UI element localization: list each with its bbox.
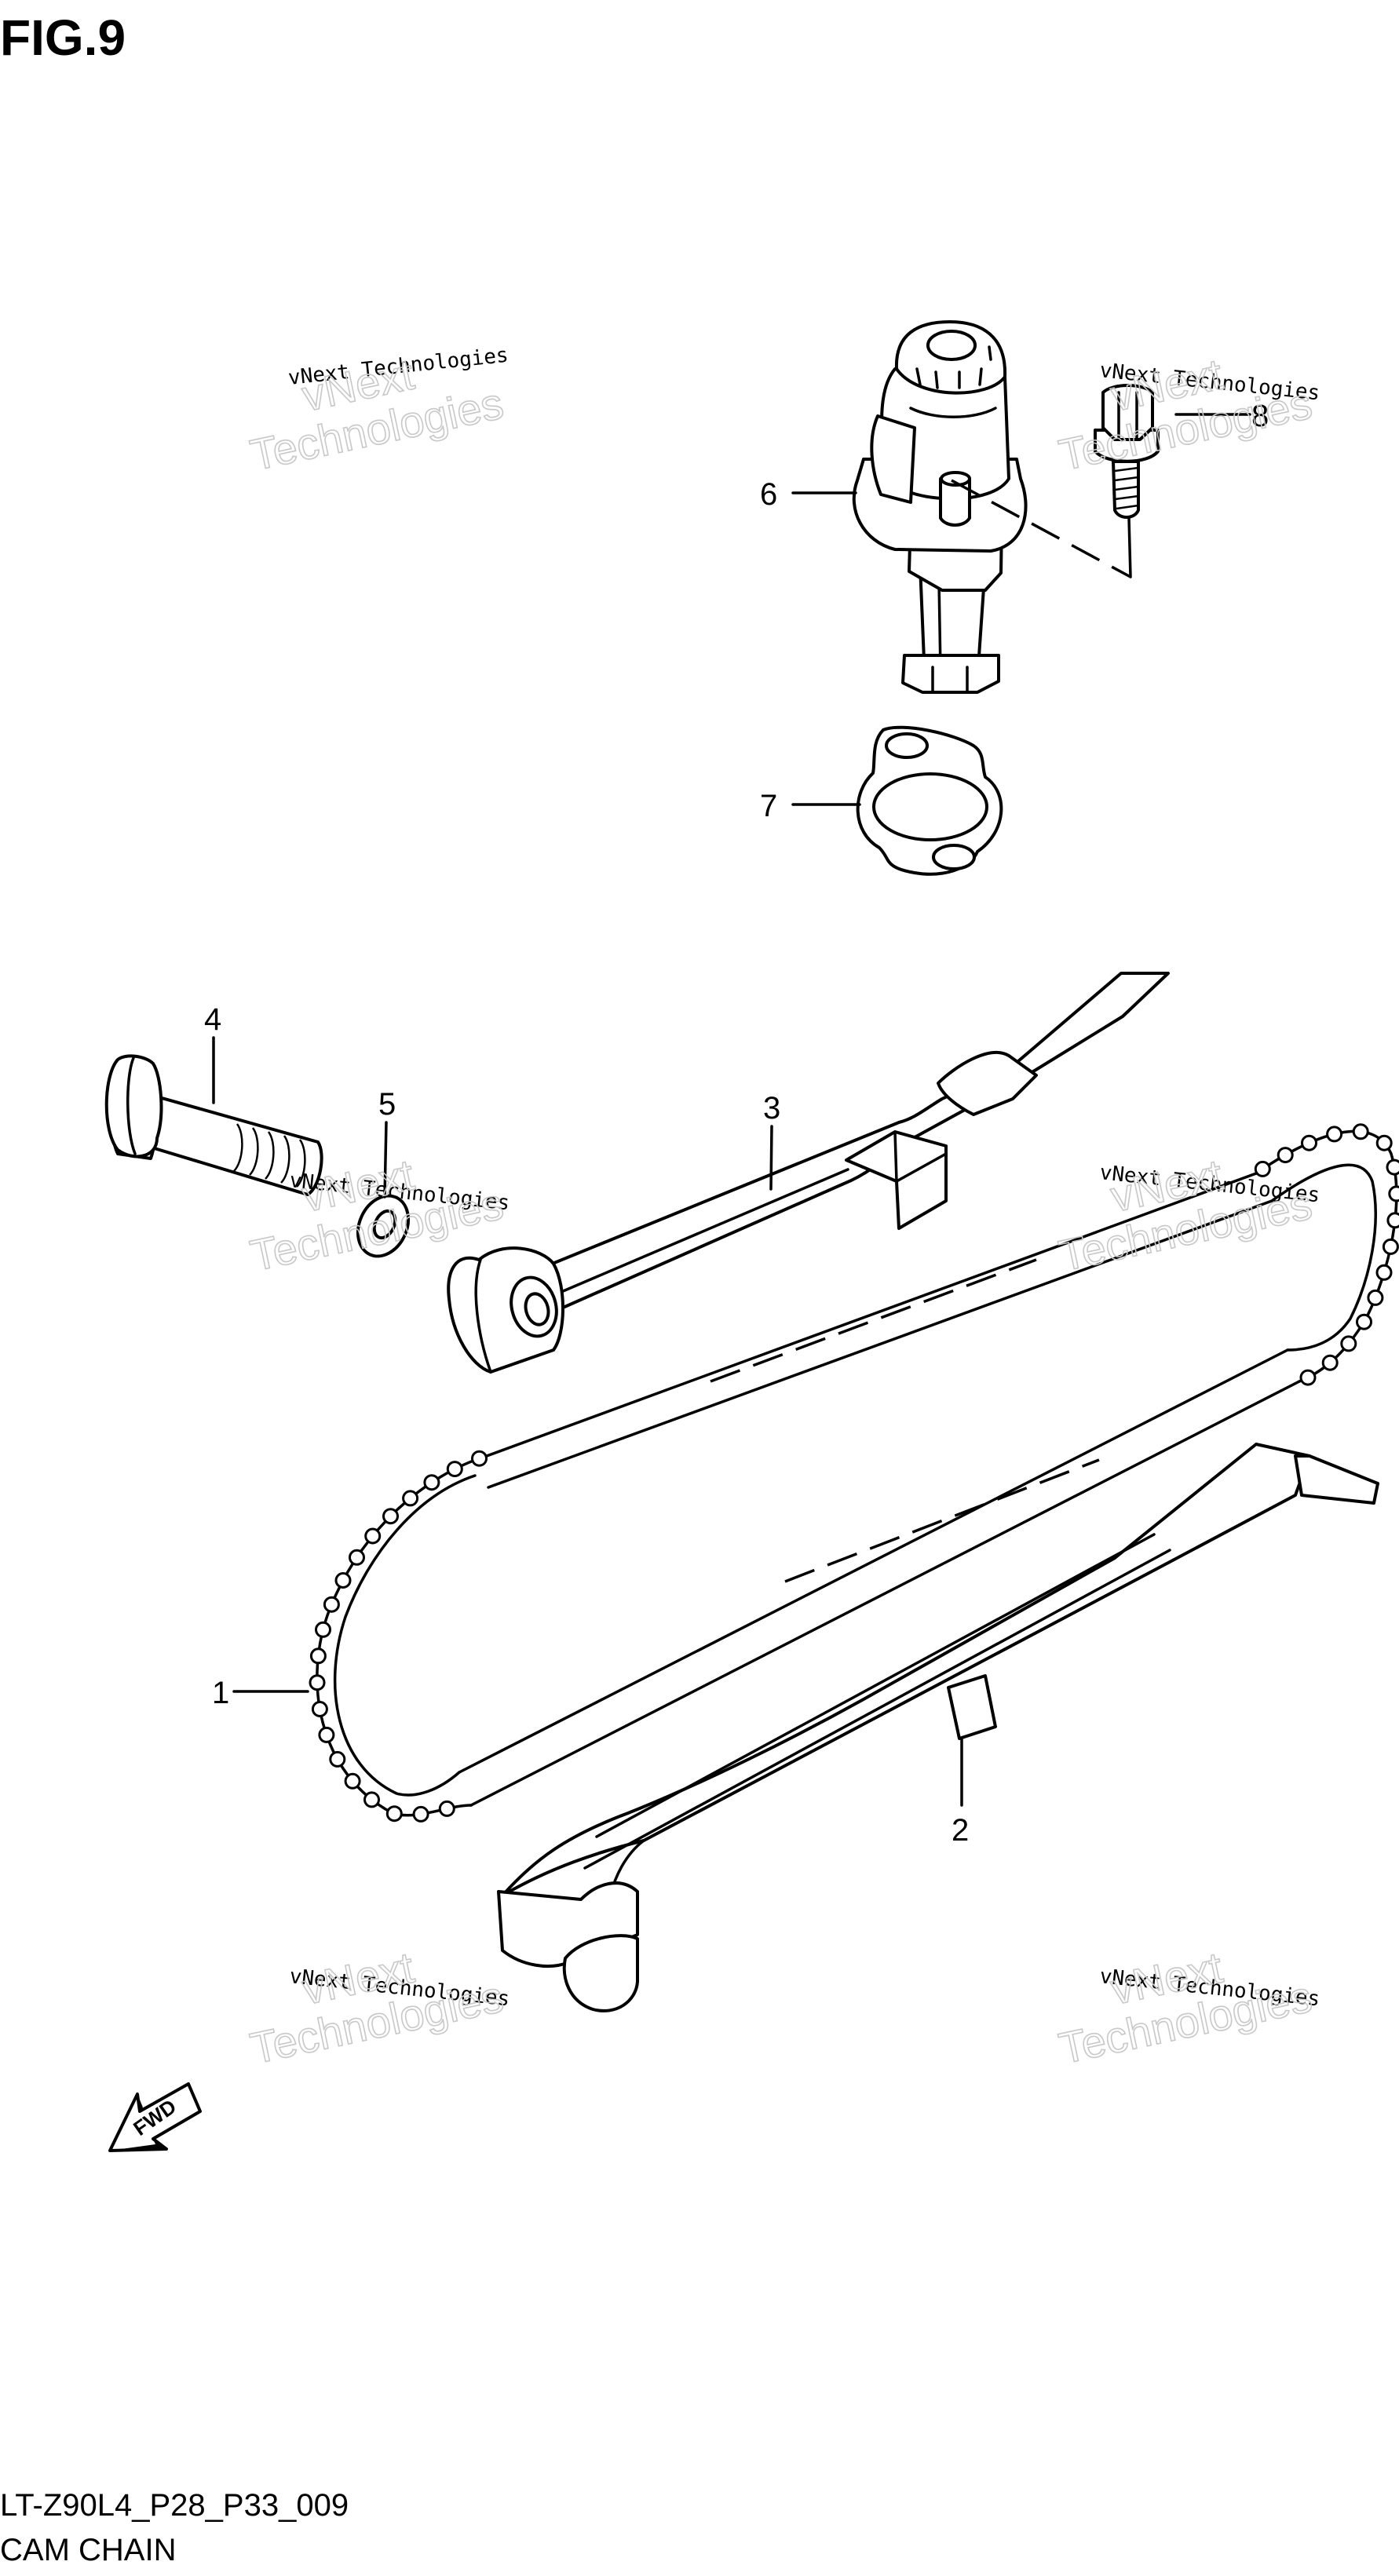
part-1-cam-chain xyxy=(309,1123,1399,1823)
chain-link-1-14 xyxy=(1321,1354,1339,1371)
chain-link-0-16 xyxy=(363,1791,380,1808)
chain-link-0-0 xyxy=(471,1450,488,1467)
fwd-arrow-icon: FWD xyxy=(108,2082,202,2152)
part-6-chain-tensioner xyxy=(852,320,1131,694)
chain-link-1-0 xyxy=(1254,1160,1271,1177)
chain-link-0-15 xyxy=(344,1772,361,1790)
chain-link-1-2 xyxy=(1301,1134,1317,1151)
callout-3: 3 xyxy=(763,1091,780,1126)
chain-link-1-10 xyxy=(1375,1264,1393,1281)
chain-link-0-3 xyxy=(402,1490,419,1507)
watermark-bottom-right-outline: vNext Technologies xyxy=(1054,1942,1317,2074)
callout-2: 2 xyxy=(952,1813,969,1848)
callout-1: 1 xyxy=(212,1676,229,1710)
chain-link-0-7 xyxy=(334,1572,352,1589)
leader-lines xyxy=(212,413,1251,1807)
chain-link-0-4 xyxy=(382,1508,399,1525)
part-2-chain-guide xyxy=(497,1443,1379,2012)
chain-link-1-12 xyxy=(1356,1313,1372,1330)
callout-8: 8 xyxy=(1251,399,1269,433)
callout-7: 7 xyxy=(760,789,777,823)
chain-link-1-3 xyxy=(1326,1126,1343,1143)
chain-link-0-17 xyxy=(385,1805,403,1823)
chain-link-1-9 xyxy=(1382,1238,1399,1255)
chain-link-0-2 xyxy=(423,1474,440,1491)
chain-link-0-11 xyxy=(309,1674,326,1691)
chain-link-0-12 xyxy=(311,1701,328,1717)
chain-link-1-11 xyxy=(1367,1289,1384,1306)
chain-link-0-10 xyxy=(309,1647,327,1665)
callout-6: 6 xyxy=(760,477,777,512)
part-5-washer xyxy=(356,1194,411,1258)
part-7-gasket xyxy=(856,725,1003,876)
chain-link-0-5 xyxy=(364,1527,382,1545)
chain-link-0-9 xyxy=(315,1621,331,1638)
part-4-pivot-bolt xyxy=(104,1054,323,1196)
chain-link-1-8 xyxy=(1386,1212,1399,1229)
watermark-bottom-left-outline: vNext Technologies xyxy=(246,1942,508,2074)
chain-links xyxy=(309,1123,1399,1823)
chain-link-1-6 xyxy=(1386,1158,1399,1176)
chain-link-0-1 xyxy=(446,1461,463,1478)
chain-link-1-7 xyxy=(1388,1185,1399,1202)
chain-link-0-19 xyxy=(438,1800,455,1817)
chain-link-0-18 xyxy=(412,1805,429,1823)
chain-link-0-14 xyxy=(329,1750,346,1768)
callout-4: 4 xyxy=(204,1002,221,1037)
chain-link-0-6 xyxy=(349,1549,365,1566)
watermark-mid-right-outline: vNext Technologies xyxy=(1054,1149,1317,1281)
chain-link-0-8 xyxy=(323,1596,340,1613)
chain-link-1-5 xyxy=(1375,1134,1393,1151)
part-3-tensioner-arm xyxy=(447,972,1170,1374)
diagram-code: LT-Z90L4_P28_P33_009 xyxy=(0,2488,349,2523)
chain-link-1-4 xyxy=(1352,1123,1369,1140)
chain-link-0-13 xyxy=(318,1726,335,1743)
chain-link-1-15 xyxy=(1299,1369,1317,1386)
chain-link-1-1 xyxy=(1277,1147,1294,1164)
diagram-caption: CAM CHAIN xyxy=(0,2533,176,2567)
chain-link-1-13 xyxy=(1340,1335,1357,1352)
watermark-top-right-outline: vNext Technologies xyxy=(1054,348,1317,480)
figure-title: FIG.9 xyxy=(0,9,126,66)
callout-5: 5 xyxy=(378,1087,396,1122)
part-8-mounting-bolt xyxy=(1094,384,1160,578)
